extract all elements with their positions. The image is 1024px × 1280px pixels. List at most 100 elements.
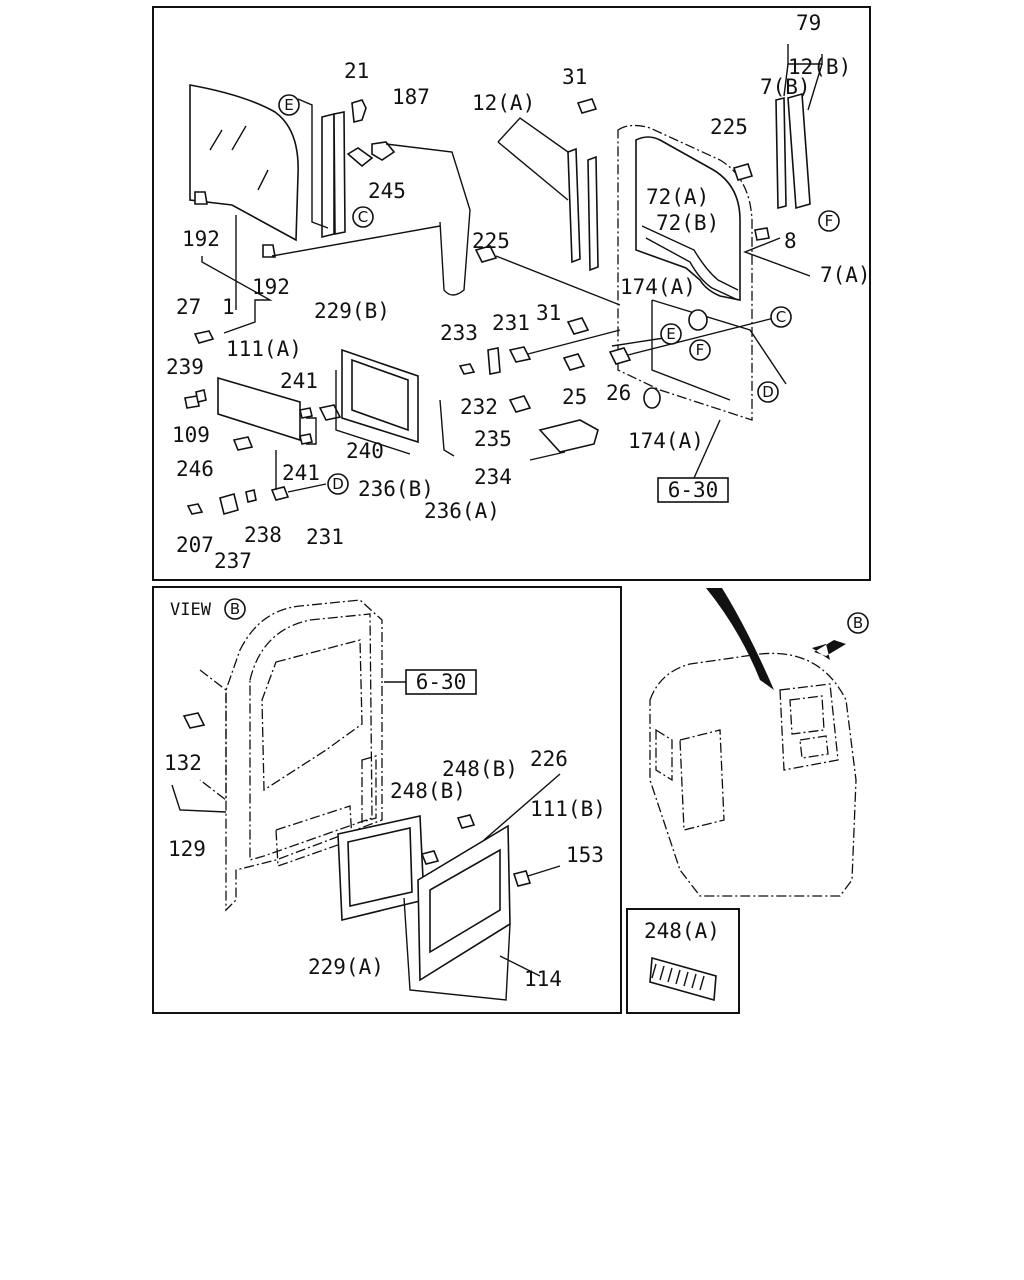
bolt-132 [182, 712, 206, 729]
circle-ref-f1: F [818, 210, 840, 232]
circle-ref-d2: D [757, 381, 779, 403]
callout-248b-top: 248(B) [442, 757, 518, 781]
view-b-panel-frame [152, 586, 622, 1014]
callout-31b: 31 [536, 301, 561, 325]
leader-226 [483, 773, 561, 841]
callout-238: 238 [244, 523, 282, 547]
callout-231a: 231 [492, 311, 530, 335]
callout-21: 21 [344, 59, 369, 83]
leader-79 [787, 44, 823, 65]
callout-225a: 225 [710, 115, 748, 139]
clip-248b-bottom [420, 850, 440, 865]
callout-12a: 12(A) [472, 91, 535, 115]
leader-79-b [807, 63, 823, 111]
callout-236b: 236(B) [358, 477, 434, 501]
svg-text:F: F [825, 212, 834, 230]
callout-207: 207 [176, 533, 214, 557]
callout-245: 245 [368, 179, 406, 203]
leader-153 [527, 865, 561, 877]
circle-ref-f2: F [689, 339, 711, 361]
svg-text:C: C [776, 308, 786, 326]
panel-111a [217, 376, 301, 442]
callout-236a: 236(A) [424, 499, 500, 523]
grommet-31 [576, 98, 598, 114]
pad-248a-hatching [651, 963, 705, 991]
callout-192a: 192 [182, 227, 220, 251]
callout-187: 187 [392, 85, 430, 109]
door-frame [617, 124, 753, 421]
leader-192-27 [201, 256, 273, 334]
svg-text:D: D [762, 383, 774, 401]
nut-241-top [299, 407, 313, 419]
washer-238 [245, 489, 257, 503]
pad-109 [184, 395, 200, 409]
callout-72a: 72(A) [646, 185, 709, 209]
callout-234: 234 [474, 465, 512, 489]
door-trim-7b [775, 92, 811, 210]
bolt-225b [474, 245, 498, 263]
svg-text:6-30: 6-30 [416, 670, 467, 694]
callout-226: 226 [530, 747, 568, 771]
callout-174a-top: 174(A) [620, 275, 696, 299]
panel-111b [417, 824, 511, 982]
part-248a-panel-frame [626, 908, 740, 1014]
callout-237: 237 [214, 549, 252, 573]
clip-8 [754, 227, 770, 241]
leader-129 [171, 784, 227, 813]
circle-ref-d1: D [327, 473, 349, 495]
view-label: VIEW [170, 600, 212, 620]
callout-31a: 31 [562, 65, 587, 89]
callout-241a: 241 [280, 369, 318, 393]
plug-174a-top [688, 309, 708, 331]
clip-248b-top [456, 814, 476, 829]
svg-text:B: B [853, 614, 863, 632]
hinge-plate [651, 299, 787, 401]
clip-153 [512, 870, 532, 887]
callout-25: 25 [562, 385, 587, 409]
top-panel-frame [152, 6, 871, 581]
circle-ref-b-view: B [224, 598, 246, 620]
glass-pane-1 [189, 84, 299, 242]
clip-192-bottom [262, 244, 276, 258]
callout-109: 109 [172, 423, 210, 447]
callout-12b: 12(B) [788, 55, 851, 79]
callout-7a: 7(A) [820, 263, 871, 287]
leader-234 [529, 451, 566, 461]
callout-192b: 192 [252, 275, 290, 299]
screw-207 [186, 503, 204, 515]
callout-232: 232 [460, 395, 498, 419]
seal-236b [335, 370, 411, 455]
bolt-225 [732, 163, 754, 181]
callout-72b: 72(B) [656, 211, 719, 235]
leader-192-rail [271, 225, 441, 257]
clip-246 [232, 436, 254, 451]
callout-79: 79 [796, 11, 821, 35]
screw-233 [458, 363, 476, 375]
leader-6-30-top [693, 419, 721, 479]
striker-234 [538, 419, 599, 453]
grommet-31b [566, 317, 590, 335]
callout-27: 27 [176, 295, 201, 319]
leader-c2 [623, 317, 775, 357]
leader-231a [527, 329, 621, 355]
channel-12a [567, 147, 599, 272]
window-frame-229b-inner [351, 358, 409, 432]
leader-12a [497, 117, 569, 153]
leader-e1 [297, 98, 329, 229]
svg-text:B: B [230, 600, 240, 618]
callout-241b: 241 [282, 461, 320, 485]
callout-111b: 111(B) [530, 797, 606, 821]
callout-248a: 248(A) [644, 919, 720, 943]
clip-192-top [194, 191, 208, 205]
window-frame-229a-inner [347, 827, 413, 907]
callout-225b: 225 [472, 229, 510, 253]
cable-assembly [385, 143, 471, 296]
callout-114: 114 [524, 967, 562, 991]
bolt-240 [318, 404, 342, 421]
callout-231b: 231 [306, 525, 344, 549]
callout-233: 233 [440, 321, 478, 345]
callout-153: 153 [566, 843, 604, 867]
regulator-rail [321, 111, 346, 239]
hinge-237 [219, 493, 239, 515]
leader-12a-b [497, 141, 569, 201]
